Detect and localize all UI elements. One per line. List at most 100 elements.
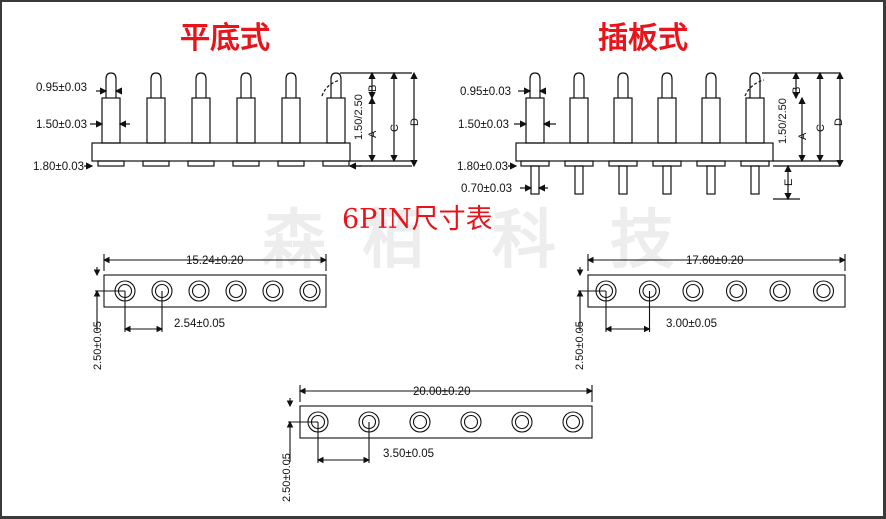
watermark-char: 森 bbox=[262, 204, 327, 278]
pin-tail bbox=[706, 165, 716, 195]
pin-hole-inner bbox=[565, 414, 581, 430]
pin-hole-inner bbox=[191, 283, 207, 299]
pin-hole-outer bbox=[188, 280, 210, 302]
pin-foot bbox=[142, 160, 170, 167]
flat-letter-a: A bbox=[367, 130, 379, 138]
watermark-char: 栢 bbox=[362, 204, 426, 278]
strip2-pitch-label: 3.00±0.05 bbox=[666, 318, 717, 330]
pin-hole-outer bbox=[225, 280, 247, 302]
flat-body-dia-label: 1.50±0.03 bbox=[36, 119, 87, 131]
pin-tip bbox=[573, 72, 585, 98]
strip1-width-label: 2.50±0.05 bbox=[92, 321, 104, 370]
title-center: 6PIN尺寸表 bbox=[342, 204, 493, 235]
pin-hole-inner bbox=[463, 414, 479, 430]
collar-callout bbox=[744, 79, 765, 97]
pin-foot bbox=[564, 160, 594, 167]
plug-letter-c: C bbox=[815, 124, 827, 132]
pin-hole-inner bbox=[729, 283, 744, 299]
pin-tip bbox=[330, 72, 342, 98]
pin-hole-outer bbox=[682, 280, 704, 302]
pin-hole-inner bbox=[685, 283, 701, 299]
plug-letter-b: B bbox=[791, 87, 803, 94]
title-flat: 平底式 bbox=[180, 21, 270, 56]
pin-foot bbox=[232, 160, 260, 167]
base-plate bbox=[91, 142, 351, 162]
plug-collar-label: 1.50/2.50 bbox=[777, 98, 789, 144]
plug-side-view bbox=[508, 71, 844, 201]
pin-body bbox=[101, 97, 121, 144]
flat-tip-dia-label: 0.95±0.03 bbox=[36, 82, 87, 94]
flat-side-view bbox=[84, 71, 418, 170]
pin-tail bbox=[618, 165, 628, 195]
pin-foot bbox=[277, 160, 305, 167]
pin-body bbox=[745, 97, 765, 144]
pin-hole-inner bbox=[816, 283, 831, 299]
pin-hole-outer bbox=[562, 411, 584, 433]
pin-hole-inner bbox=[514, 414, 530, 430]
pin-body bbox=[191, 97, 211, 144]
pin-tip bbox=[105, 72, 117, 98]
pin-tail bbox=[574, 165, 584, 195]
pin-hole-outer bbox=[725, 280, 748, 302]
pin-tail bbox=[530, 165, 540, 195]
strip-body bbox=[587, 274, 846, 308]
pin-tail bbox=[750, 165, 760, 195]
pin-foot bbox=[696, 160, 726, 167]
title-plug: 插板式 bbox=[598, 21, 688, 56]
strip1-pitch-label: 2.54±0.05 bbox=[174, 318, 225, 330]
pin-hole-inner bbox=[228, 283, 244, 299]
pin-body bbox=[569, 97, 589, 144]
pin-body bbox=[525, 97, 545, 144]
flat-letter-b: B bbox=[367, 85, 379, 92]
pin-hole-outer bbox=[769, 280, 791, 302]
strip2-width-label: 2.50±0.05 bbox=[574, 321, 586, 370]
pin-foot bbox=[97, 160, 125, 167]
flat-letter-c: C bbox=[389, 124, 401, 132]
pin-tail bbox=[662, 165, 672, 195]
pin-foot bbox=[608, 160, 638, 167]
flat-base-dia-label: 1.80±0.03 bbox=[33, 161, 84, 173]
strip3-width-label: 2.50±0.05 bbox=[281, 453, 293, 502]
pin-body bbox=[146, 97, 166, 144]
strip-top-views bbox=[93, 254, 847, 464]
plug-base-dia-label: 1.80±0.03 bbox=[457, 161, 508, 173]
watermark-char: 技 bbox=[610, 204, 674, 278]
plug-letter-a: A bbox=[797, 132, 809, 140]
strip-body bbox=[103, 274, 327, 308]
pin-tip bbox=[705, 72, 717, 98]
pin-tip bbox=[749, 72, 761, 98]
collar-callout bbox=[321, 79, 341, 97]
pin-tip bbox=[195, 72, 207, 98]
pin-hole-inner bbox=[412, 414, 428, 430]
pin-body bbox=[613, 97, 633, 144]
pin-foot bbox=[652, 160, 682, 167]
strip3-pitch-label: 3.50±0.05 bbox=[383, 448, 434, 460]
pin-body bbox=[701, 97, 721, 144]
strip3-length-label: 20.00±0.20 bbox=[413, 386, 470, 398]
pin-body bbox=[281, 97, 301, 144]
plug-tail-dia-label: 0.70±0.03 bbox=[461, 183, 512, 195]
strip1-length-label: 15.24±0.20 bbox=[186, 255, 243, 267]
pin-foot bbox=[520, 160, 550, 167]
pin-tip bbox=[150, 72, 162, 98]
watermark: 森 栢 科 技 bbox=[262, 204, 674, 278]
pin-hole-inner bbox=[302, 283, 318, 299]
plug-tip-dia-label: 0.95±0.03 bbox=[460, 86, 511, 98]
pin-tip bbox=[661, 72, 673, 98]
plug-letter-d: D bbox=[833, 118, 845, 126]
pin-foot bbox=[322, 160, 350, 167]
pin-tip bbox=[285, 72, 297, 98]
flat-letter-d: D bbox=[409, 118, 421, 126]
plug-body-dia-label: 1.50±0.03 bbox=[458, 119, 509, 131]
pin-foot bbox=[187, 160, 215, 167]
pin-hole-inner bbox=[265, 283, 281, 299]
pin-hole-outer bbox=[511, 411, 533, 433]
watermark-char: 科 bbox=[492, 204, 556, 278]
pin-tip bbox=[240, 72, 252, 98]
pin-hole-inner bbox=[772, 283, 788, 299]
pin-foot bbox=[740, 160, 770, 167]
strip-body bbox=[299, 405, 593, 439]
pin-hole-outer bbox=[299, 280, 321, 302]
